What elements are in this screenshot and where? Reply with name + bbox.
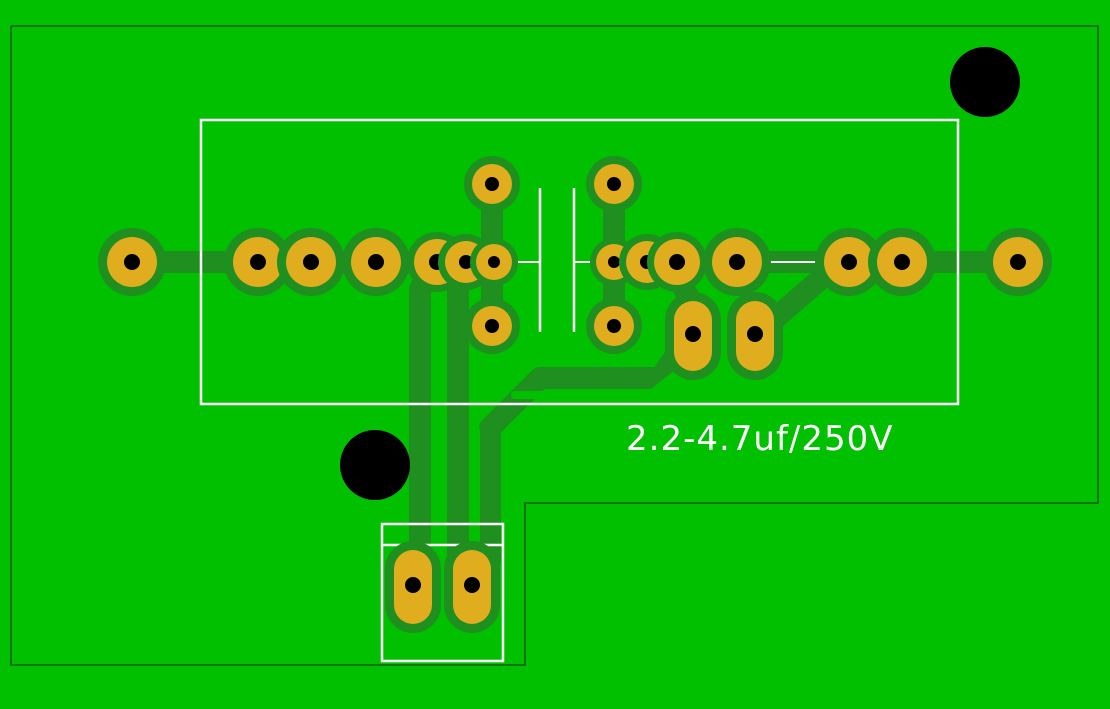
pad-l3 [342,228,410,296]
pad-r3 [647,232,707,292]
pad-far-left [98,228,166,296]
oval-pad-2 [727,292,783,380]
pad-l-top [464,156,520,212]
round-pads [98,156,1052,354]
pad-l-bottom [464,298,520,354]
terminal-pad-2 [444,541,500,633]
capacitor-outline [199,118,960,406]
terminal-pad-1 [385,541,441,633]
trace-to-terminal-1 [399,251,443,596]
oval-pads [385,292,783,633]
trace-clearance [436,371,679,564]
pad-r6 [868,228,936,296]
capacitor-value-label: 2.2-4.7uf/250V [626,419,894,459]
pad-r5 [815,228,883,296]
board-outline [10,25,1099,666]
mounting-hole-top-right [950,47,1020,117]
pad-far-right [984,228,1052,296]
pad-r-top [586,156,642,212]
pad-r4 [703,228,771,296]
trace-to-terminal-2a [447,251,481,596]
terminal-block-outline [380,522,505,663]
oval-pad-1 [665,292,721,380]
pad-r-bottom [586,298,642,354]
pad-l6 [470,238,518,286]
pad-l2 [277,228,345,296]
mounting-hole-left [340,430,410,500]
pad-l1 [224,228,292,296]
